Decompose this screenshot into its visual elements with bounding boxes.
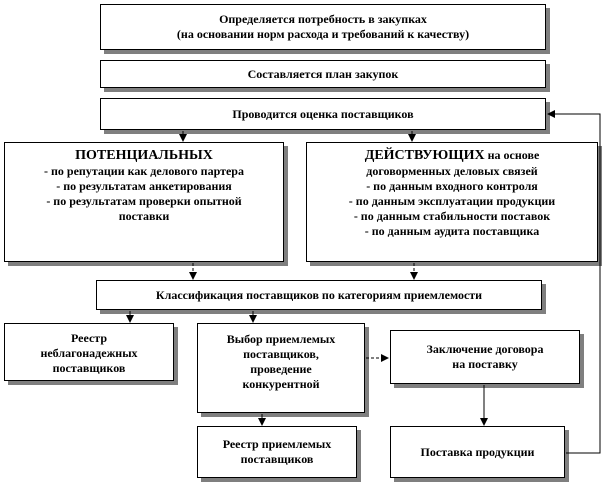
current-item-2: - по данным входного контроля <box>366 179 538 193</box>
evaluation-box: Проводится оценка поставщиков <box>100 98 546 130</box>
unreliable-line-1: Реестр <box>70 331 107 345</box>
unreliable-line-2: неблагонадежных <box>40 346 138 360</box>
need-box: Определяется потребность в закупках (на … <box>100 4 546 50</box>
need-line-1: Определяется потребность в закупках <box>219 12 427 26</box>
unreliable-registry-box: Реестр неблагонадежных поставщиков <box>4 323 174 381</box>
potential-item-2: - по результатам анкетирования <box>56 179 232 193</box>
acceptable-line-1: Реестр приемлемых <box>222 437 332 451</box>
potential-item-4: поставки <box>118 209 170 223</box>
current-item-5: - по данным аудита поставщика <box>364 224 540 238</box>
potential-item-1: - по репутации как делового партера <box>44 164 244 178</box>
potential-suppliers-box: ПОТЕНЦИАЛЬНЫХ - по репутации как деловог… <box>4 142 284 262</box>
selection-line-1: Выбор приемлемых <box>226 332 336 346</box>
plan-text: Составляется план закупок <box>247 66 399 81</box>
contract-line-2: на поставку <box>452 357 518 371</box>
selection-line-4: конкурентной <box>242 377 320 391</box>
delivery-text: Поставка продукции <box>420 444 535 459</box>
classification-box: Классификация поставщиков по категориям … <box>96 280 542 310</box>
potential-item-3: - по результатам проверки опытной <box>46 194 242 208</box>
acceptable-registry-box: Реестр приемлемых поставщиков <box>197 426 357 478</box>
feedback-line-delivery-to-evaluation <box>547 110 601 454</box>
potential-title: ПОТЕНЦИАЛЬНЫХ <box>75 148 213 163</box>
selection-line-3: проведение <box>250 362 312 376</box>
unreliable-line-3: поставщиков <box>52 361 126 375</box>
selection-line-2: поставщиков, <box>243 347 319 361</box>
current-title-suffix: на основе <box>487 148 540 162</box>
plan-box: Составляется план закупок <box>100 60 546 88</box>
current-title: ДЕЙСТВУЮЩИХ <box>364 148 485 163</box>
current-item-4: - по данным стабильности поставок <box>353 209 551 223</box>
contract-line-1: Заключение договора <box>426 342 544 356</box>
current-item-3: - по данным эксплуатации продукции <box>348 194 556 208</box>
selection-box: Выбор приемлемых поставщиков, проведение… <box>197 323 365 413</box>
current-suppliers-box: ДЕЙСТВУЮЩИХ на основе договорменных дело… <box>306 142 598 262</box>
current-item-1: договорменных деловых связей <box>366 164 538 178</box>
acceptable-line-2: поставщиков <box>240 452 314 466</box>
need-line-2: (на основании норм расхода и требований … <box>176 27 470 41</box>
current-title-line: ДЕЙСТВУЮЩИХ на основе <box>365 147 540 164</box>
classification-text: Классификация поставщиков по категориям … <box>155 287 483 302</box>
contract-box: Заключение договора на поставку <box>390 330 580 384</box>
delivery-box: Поставка продукции <box>390 426 565 478</box>
evaluation-text: Проводится оценка поставщиков <box>232 106 414 121</box>
